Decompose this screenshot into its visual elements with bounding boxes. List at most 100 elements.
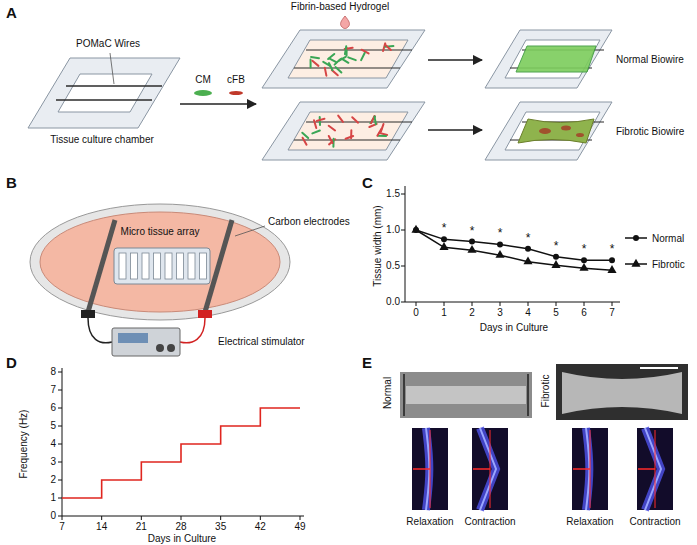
tick-label: 8	[50, 367, 56, 377]
panel-letter: A	[6, 5, 17, 20]
figure-line	[141, 516, 142, 520]
figure-line	[205, 220, 232, 312]
figure-path	[88, 318, 112, 343]
cell	[377, 129, 381, 136]
cell	[385, 45, 391, 50]
data-point	[553, 254, 559, 260]
cell	[339, 57, 346, 61]
figure-ellipse	[576, 133, 584, 137]
figure-path	[518, 119, 594, 143]
fluorescence-image	[472, 428, 508, 510]
tissue-well	[188, 253, 195, 279]
legend-entry: Fibrotic	[624, 257, 685, 271]
figure-ellipse	[30, 204, 290, 320]
cell	[348, 57, 355, 60]
data-point	[525, 246, 531, 252]
figure-path	[341, 16, 350, 29]
cell	[310, 59, 312, 67]
figure-line	[401, 194, 405, 195]
data-point	[607, 265, 616, 273]
data-point	[579, 263, 588, 271]
panel-letter: C	[362, 175, 373, 190]
tick-label: 0.0	[386, 297, 400, 307]
chart-legend: NormalFibrotic	[624, 231, 685, 283]
tissue-well	[200, 253, 207, 279]
tick-label: 7	[59, 522, 65, 532]
figure-polygon	[288, 40, 408, 78]
significance-marker: *	[442, 222, 447, 234]
tick-label: 35	[215, 522, 226, 532]
significance-marker: *	[470, 225, 475, 237]
figure-rect	[406, 386, 526, 404]
figure-rect	[114, 248, 210, 284]
caption-label: Contraction	[464, 517, 515, 527]
figure-line	[612, 302, 613, 306]
tick-label: 3	[497, 308, 503, 318]
tick-label: 28	[175, 522, 186, 532]
figure-g	[119, 253, 207, 279]
significance-marker: *	[526, 232, 531, 244]
axis-title: Frequency (Hz)	[19, 410, 29, 479]
cell	[378, 135, 386, 137]
figure-rect	[412, 428, 448, 510]
tick-label: 0.5	[386, 261, 400, 271]
figure-ellipse	[194, 90, 212, 96]
figure-line	[428, 59, 482, 61]
tick-label: 42	[255, 522, 266, 532]
tissue-well	[154, 253, 161, 279]
annotation: POMaC Wires	[76, 39, 140, 49]
cell	[352, 117, 358, 122]
figure-circle	[156, 344, 164, 352]
figure-line	[428, 129, 482, 131]
tick-label: 1.5	[386, 189, 400, 199]
figure-line	[573, 468, 590, 470]
data-point	[609, 257, 615, 263]
fluorescence-image	[637, 428, 673, 510]
panel-letter: D	[6, 355, 17, 370]
caption-label: Fibrotic	[541, 375, 551, 408]
figure-line	[527, 374, 529, 416]
figure-line	[101, 516, 102, 520]
cell	[361, 53, 365, 60]
process-arrow	[428, 60, 482, 130]
figure-circle	[633, 235, 639, 241]
figure-path	[62, 408, 300, 498]
figure-polygon	[485, 102, 612, 160]
figure-line	[180, 103, 256, 105]
fluorescence-image	[572, 428, 608, 510]
legend-text: Fibrotic	[652, 259, 685, 270]
data-point	[467, 245, 476, 253]
figure-circle	[167, 344, 175, 352]
figure-line	[473, 468, 490, 470]
caption-label: Normal	[383, 377, 393, 409]
figure-ellipse	[40, 212, 280, 312]
tick-label: 3	[50, 457, 56, 467]
data-point	[523, 256, 532, 264]
figure-line	[584, 302, 585, 306]
cell	[317, 119, 325, 121]
annotation: Electrical stimulator	[218, 337, 305, 347]
figure-line	[56, 99, 152, 101]
tick-label: 4	[50, 439, 56, 449]
figure-line	[58, 426, 62, 427]
cell	[329, 136, 333, 143]
tick-label: 2	[50, 475, 56, 485]
data-point	[495, 250, 504, 258]
figure-line	[58, 480, 62, 481]
cell	[325, 68, 327, 76]
significance-marker: *	[554, 240, 559, 252]
cell	[329, 126, 335, 131]
tick-label: 0	[50, 511, 56, 521]
tick-label: 0	[413, 308, 419, 318]
figure-line	[403, 374, 405, 416]
axis-title: Days in Culture	[148, 534, 216, 544]
figure-line	[58, 372, 62, 373]
figure-rect	[472, 428, 508, 510]
annotation: Fibrin-based Hydrogel	[291, 2, 389, 12]
figure-line	[220, 516, 221, 520]
figure-rect	[81, 310, 95, 318]
figure-path	[405, 186, 620, 302]
tissue-well	[165, 253, 172, 279]
hydrogel-chamber	[262, 102, 425, 160]
caption-label: Relaxation	[566, 517, 613, 527]
